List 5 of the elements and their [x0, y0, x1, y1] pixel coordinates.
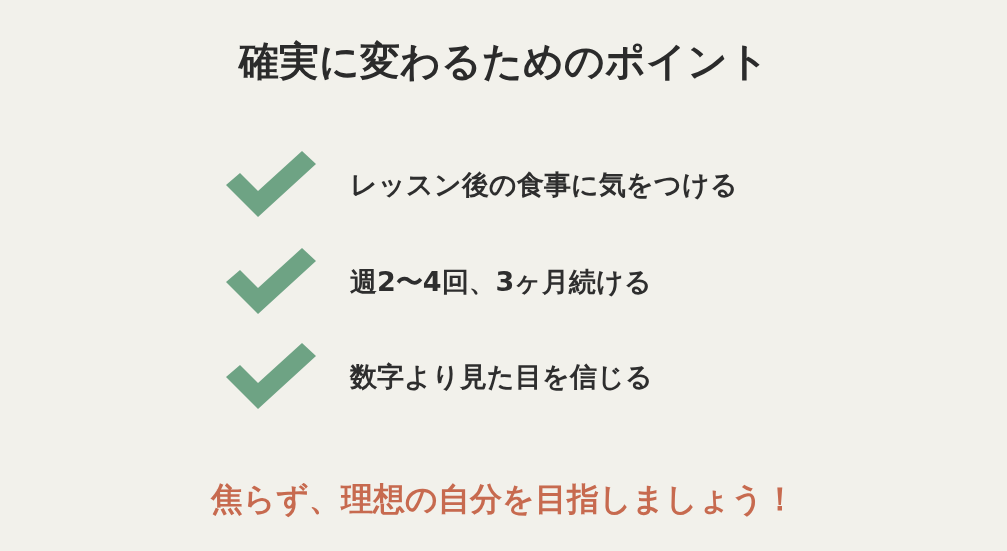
- closing-message: 焦らず、理想の自分を目指しましょう！: [209, 479, 797, 520]
- checklist-item: 数字より見た目を信じる: [350, 360, 653, 394]
- checklist-item: レッスン後の食事に気をつける: [350, 168, 738, 202]
- checklist-item: 週2〜4回、3ヶ月続ける: [350, 265, 653, 299]
- title: 確実に変わるためのポイント: [237, 37, 770, 86]
